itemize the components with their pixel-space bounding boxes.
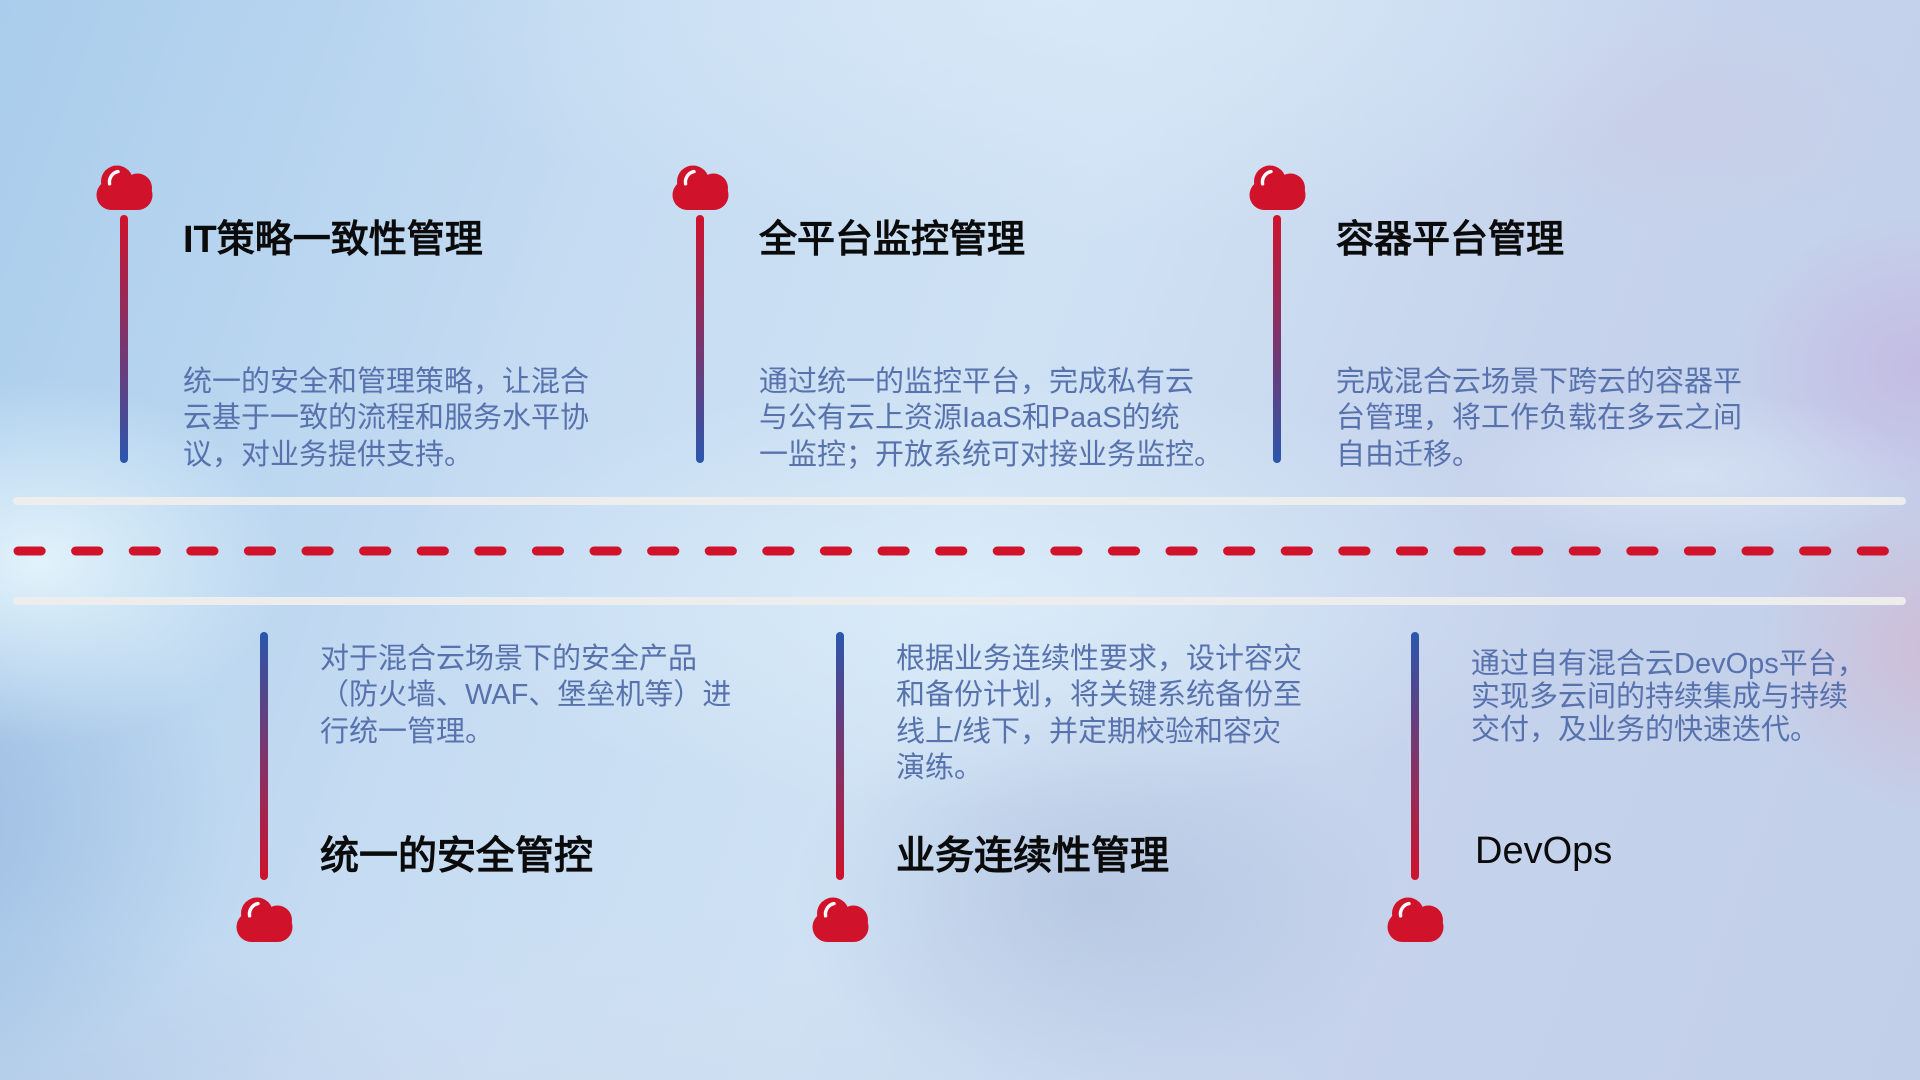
- cloud-icon: [1249, 164, 1306, 210]
- timeline-pole: [260, 632, 268, 880]
- feature-title: 容器平台管理: [1336, 218, 1565, 261]
- cloud-icon: [236, 896, 293, 942]
- road-center-dashed-line: [13, 546, 1903, 556]
- feature-description: 通过统一的监控平台，完成私有云 与公有云上资源IaaS和PaaS的统 一监控；开…: [759, 365, 1224, 471]
- feature-description: 根据业务连续性要求，设计容灾 和备份计划，将关键系统备份至 线上/线下，并定期校…: [896, 642, 1303, 785]
- road-edge-line-top: [13, 497, 1906, 505]
- road-edge-line-bottom: [13, 597, 1906, 605]
- feature-title: 全平台监控管理: [759, 218, 1026, 261]
- cloud-icon: [672, 164, 729, 210]
- cloud-icon: [96, 164, 153, 210]
- feature-title: IT策略一致性管理: [183, 218, 483, 261]
- feature-title: 统一的安全管控: [320, 835, 594, 878]
- timeline-pole: [696, 215, 704, 463]
- feature-title: 业务连续性管理: [896, 835, 1170, 878]
- feature-description: 统一的安全和管理策略，让混合 云基于一致的流程和服务水平协 议，对业务提供支持。: [183, 365, 590, 471]
- feature-description: 对于混合云场景下的安全产品 （防火墙、WAF、堡垒机等）进 行统一管理。: [320, 642, 732, 748]
- timeline-pole: [1273, 215, 1281, 463]
- timeline-pole: [1411, 632, 1419, 880]
- feature-description: 完成混合云场景下跨云的容器平 台管理，将工作负载在多云之间 自由迁移。: [1336, 365, 1743, 471]
- cloud-icon: [1387, 896, 1444, 942]
- feature-title: DevOps: [1475, 830, 1613, 872]
- feature-description: 通过自有混合云DevOps平台， 实现多云间的持续集成与持续 交付，及业务的快速…: [1471, 648, 1866, 746]
- timeline-pole: [120, 215, 128, 463]
- timeline-pole: [836, 632, 844, 880]
- cloud-icon: [812, 896, 869, 942]
